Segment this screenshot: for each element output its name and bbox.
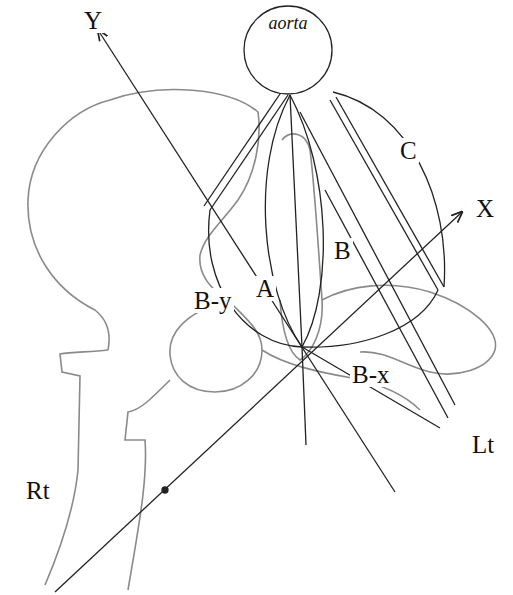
x-axis: [55, 212, 462, 592]
pubic-ramus: [262, 350, 420, 410]
axis-label: X: [474, 196, 496, 221]
axis-dot: [162, 487, 168, 493]
oblique-line: [300, 112, 455, 405]
y-axis: [98, 30, 395, 492]
lens-arc: [290, 95, 323, 347]
circle-outline: [244, 6, 332, 94]
region-label: B-y: [192, 288, 234, 313]
vessel-label: aorta: [243, 13, 333, 34]
aorta-circle: aorta: [243, 5, 333, 95]
measurement-geometry: [55, 30, 462, 592]
oblique-line: [302, 347, 440, 428]
vertical-line: [290, 95, 302, 347]
oblique-line: [325, 190, 448, 418]
tangent-line: [330, 100, 438, 290]
region-label: B: [332, 238, 353, 263]
side-label: Rt: [24, 478, 52, 503]
lens-arc: [265, 95, 302, 347]
iliac-wing: [110, 90, 259, 300]
vertical-line: [302, 347, 306, 445]
iliac-wing: [322, 285, 496, 374]
region-label: A: [254, 276, 276, 301]
side-label: Lt: [470, 432, 496, 457]
femur: [125, 380, 170, 590]
tangent-line: [210, 95, 288, 210]
tangent-line: [204, 91, 282, 206]
region-label: B-x: [350, 362, 392, 387]
femur: [45, 350, 108, 585]
pelvis-outline: [28, 90, 496, 590]
obturator-ring: [170, 300, 262, 392]
c-arc: [333, 92, 445, 287]
iliac-crest: [28, 100, 110, 350]
region-label: C: [398, 138, 419, 163]
axis-label: Y: [82, 8, 104, 33]
